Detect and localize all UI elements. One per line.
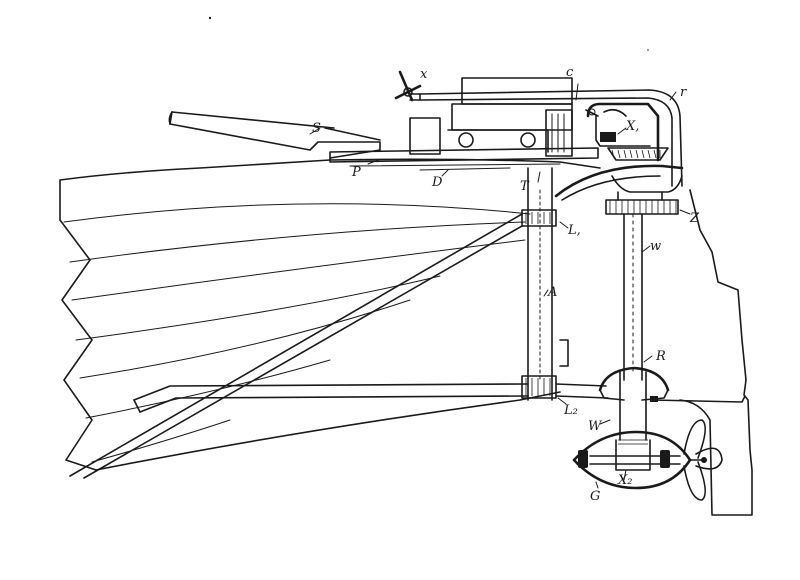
- label-S: S: [312, 121, 321, 136]
- gear-z: [605, 191, 679, 215]
- boat-hull: [59, 158, 601, 471]
- label-R: R: [655, 349, 666, 364]
- label-X1: X,: [625, 119, 639, 134]
- part-labels: S x c r X, P D T Z L, w A R L₂ W X₂ G: [312, 65, 700, 504]
- diagonal-strut: [69, 213, 523, 479]
- motor-housing: [409, 77, 573, 157]
- label-A: A: [547, 285, 557, 300]
- base-plate: [329, 147, 599, 171]
- propeller: [683, 419, 723, 501]
- lower-rod: [133, 383, 609, 413]
- drive-shaft: [623, 213, 643, 381]
- gear-housing: [585, 102, 669, 162]
- label-L1: L,: [567, 223, 581, 238]
- lower-casing: [598, 366, 670, 441]
- vertical-tube: [521, 167, 569, 401]
- stern-transom: [651, 189, 753, 516]
- label-X2: X₂: [617, 473, 632, 488]
- label-C: c: [566, 65, 574, 80]
- label-w-upper: w: [650, 239, 661, 254]
- label-Z: Z: [689, 211, 700, 226]
- leader-lines: [309, 83, 691, 489]
- label-r: r: [680, 85, 687, 100]
- label-W: W: [588, 419, 603, 434]
- label-T: T: [520, 179, 530, 194]
- label-G: G: [590, 489, 600, 504]
- label-D: D: [431, 175, 443, 190]
- transom-bracket: [554, 164, 684, 201]
- label-x: x: [420, 67, 428, 82]
- label-L2: L₂: [563, 403, 578, 418]
- label-P: P: [351, 165, 361, 180]
- control-wheel: [394, 70, 422, 102]
- steering-handle: [168, 111, 381, 159]
